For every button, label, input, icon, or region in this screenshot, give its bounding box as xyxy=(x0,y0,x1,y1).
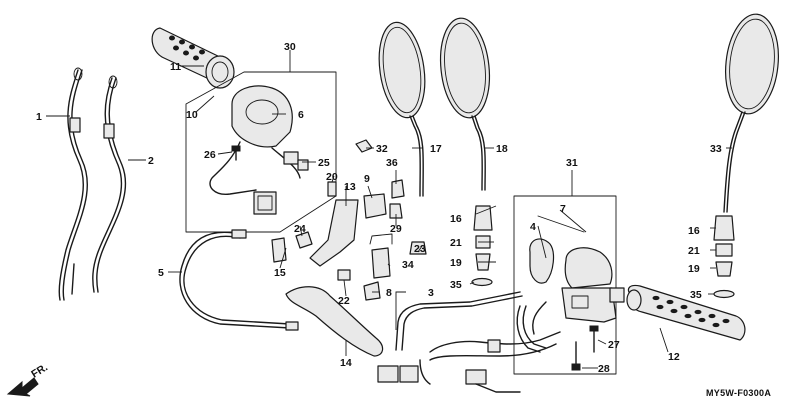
front-direction-marker: FR. xyxy=(6,361,50,397)
callout-29: 29 xyxy=(390,223,402,235)
callout-6: 6 xyxy=(298,109,304,121)
callout-19-right: 19 xyxy=(688,263,700,275)
callout-27: 27 xyxy=(608,339,620,351)
callout-19-left: 19 xyxy=(450,257,462,269)
callout-34: 34 xyxy=(402,259,414,271)
callout-8: 8 xyxy=(386,287,392,299)
callout-5: 5 xyxy=(158,267,164,279)
callout-36: 36 xyxy=(386,157,398,169)
callout-13: 13 xyxy=(344,181,356,193)
callout-16-right: 16 xyxy=(688,225,700,237)
callout-18: 18 xyxy=(496,143,508,155)
callout-10: 10 xyxy=(186,109,198,121)
callout-2: 2 xyxy=(148,155,154,167)
callout-22: 22 xyxy=(338,295,350,307)
callout-3: 3 xyxy=(428,287,434,299)
callout-17: 17 xyxy=(430,143,442,155)
callout-14: 14 xyxy=(340,357,352,369)
callout-21-left: 21 xyxy=(450,237,462,249)
screws-27-28 xyxy=(571,325,599,371)
callout-35-right: 35 xyxy=(690,289,702,301)
callout-21-right: 21 xyxy=(688,245,700,257)
right-grip xyxy=(626,284,746,341)
callout-1: 1 xyxy=(36,111,42,123)
diagram-code: MY5W-F0300A xyxy=(706,388,771,398)
callout-28: 28 xyxy=(598,363,610,375)
mirror-left-17 xyxy=(378,21,426,197)
switch-assembly-box-left xyxy=(185,71,337,233)
lever-bracket xyxy=(271,179,405,301)
callout-20: 20 xyxy=(326,171,338,183)
callout-35-left: 35 xyxy=(450,279,462,291)
leader-lines xyxy=(46,50,732,369)
callout-26: 26 xyxy=(204,149,216,161)
callout-16-left: 16 xyxy=(450,213,462,225)
mirror-right-33 xyxy=(723,13,779,213)
mirror-left-18 xyxy=(439,17,491,191)
callout-9: 9 xyxy=(364,173,370,185)
front-marker-label: FR. xyxy=(29,361,50,380)
callout-25: 25 xyxy=(318,157,330,169)
callout-11: 11 xyxy=(170,61,181,73)
callout-7: 7 xyxy=(560,203,566,215)
mirror-adaptor-set-right xyxy=(713,215,735,299)
throttle-cable-a xyxy=(58,67,88,301)
clutch-cable xyxy=(179,229,299,331)
callout-23: 23 xyxy=(414,243,426,255)
callout-labels: 1 2 3 4 5 6 7 8 9 10 11 12 13 14 15 16 1… xyxy=(36,41,722,375)
callout-33: 33 xyxy=(710,143,722,155)
callout-30: 30 xyxy=(284,41,296,53)
wiring-harness xyxy=(377,291,561,393)
switch-assembly-box-right xyxy=(513,195,625,375)
callout-31: 31 xyxy=(566,157,578,169)
callout-32: 32 xyxy=(376,143,388,155)
left-grip xyxy=(151,27,235,89)
callout-12: 12 xyxy=(668,351,680,363)
throttle-cable-b xyxy=(92,75,127,293)
callout-15: 15 xyxy=(274,267,286,279)
mirror-adaptor-set-left xyxy=(355,139,493,287)
clutch-lever xyxy=(285,286,384,357)
callout-24: 24 xyxy=(294,223,306,235)
callout-4: 4 xyxy=(530,221,536,233)
